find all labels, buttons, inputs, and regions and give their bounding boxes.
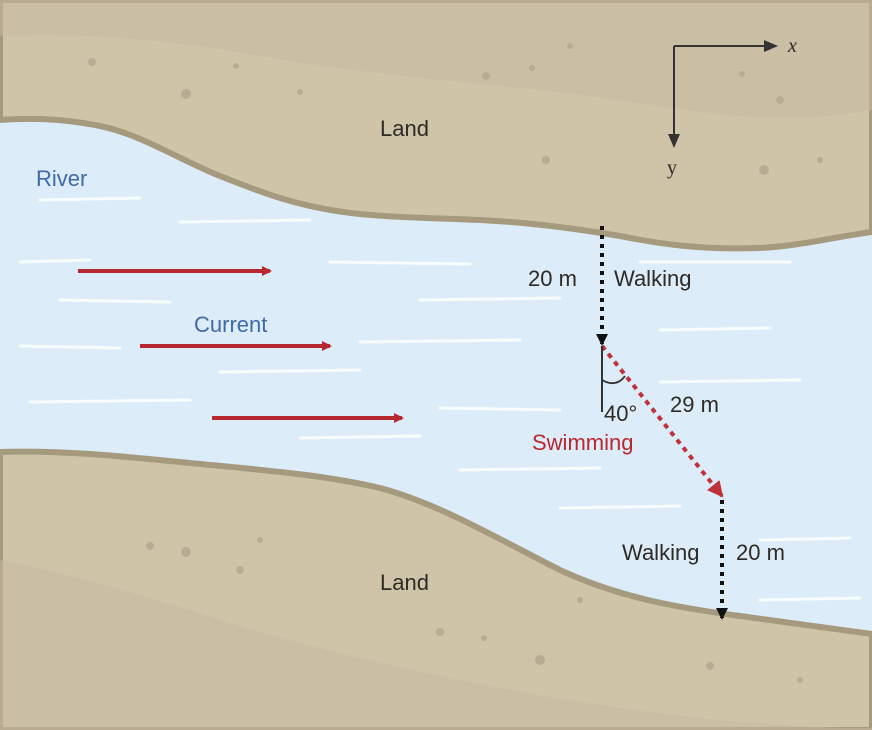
- land-top-shading: [0, 0, 872, 118]
- land-top-label: Land: [380, 116, 429, 141]
- current-label: Current: [194, 312, 267, 337]
- walking-1-distance-label: 20 m: [528, 266, 577, 291]
- swim-distance-label: 29 m: [670, 392, 719, 417]
- swim-path: [600, 344, 724, 498]
- land-bottom-shading: [0, 560, 872, 730]
- angle-label: 40°: [604, 401, 637, 426]
- river-label: River: [36, 166, 87, 191]
- y-axis-label: y: [667, 157, 677, 179]
- pebbles: [88, 43, 823, 683]
- swimming-label: Swimming: [532, 430, 633, 455]
- angle-arc: [601, 375, 626, 385]
- x-axis-label: x: [787, 35, 797, 57]
- water-ripples: [18, 196, 862, 602]
- land-bottom-label: Land: [380, 570, 429, 595]
- walking-1-label: Walking: [614, 266, 691, 291]
- walking-2-label: Walking: [622, 540, 699, 565]
- walking-2-distance-label: 20 m: [736, 540, 785, 565]
